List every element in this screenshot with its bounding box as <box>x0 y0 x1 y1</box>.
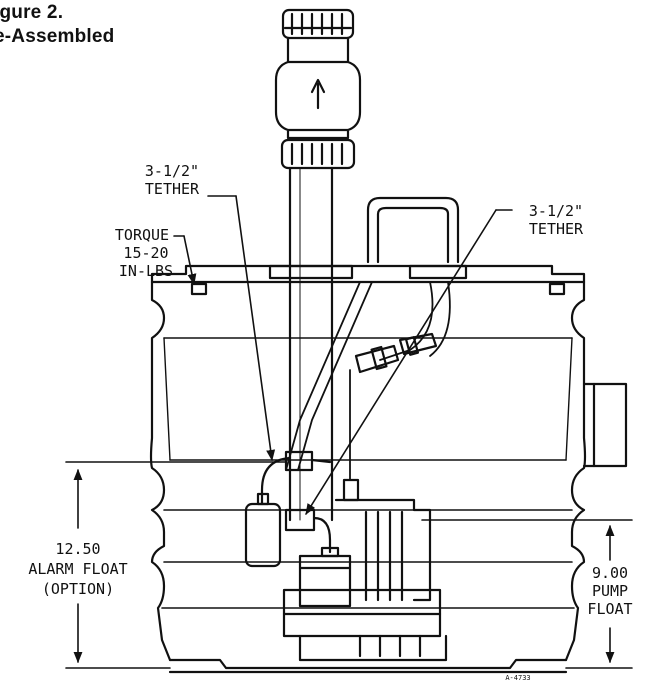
drawing-id: A-4733 <box>505 674 530 681</box>
pump-float-switch <box>284 508 352 608</box>
figure-caption-number: igure 2. <box>0 2 64 23</box>
basin-lid <box>150 264 586 296</box>
check-valve-body <box>274 36 362 140</box>
pump-float-dimension-value: 9.00 <box>592 564 628 582</box>
check-valve-top-nut <box>281 8 355 40</box>
figure-caption-title: e-Assembled <box>0 26 115 47</box>
alarm-float <box>244 450 332 568</box>
torque-unit: IN-LBS <box>119 262 173 280</box>
alarm-float-dimension-note: (OPTION) <box>42 580 114 598</box>
torque-label: TORQUE <box>115 226 169 244</box>
alarm-float-dimension-value: 12.50 <box>55 540 100 558</box>
pump-float-dimension <box>421 519 633 669</box>
tether-left-leader <box>207 195 276 462</box>
alarm-float-dimension <box>65 461 287 669</box>
pump-float-dimension-note: FLOAT <box>587 600 632 618</box>
cord-plug-connectors <box>354 332 438 374</box>
tether-right-label: TETHER <box>529 220 584 238</box>
power-cords <box>285 281 451 481</box>
torque-range: 15-20 <box>123 244 168 262</box>
annotation-text: 3-1/2" TETHER 3-1/2" TETHER TORQUE 15-20… <box>28 162 632 682</box>
tether-left-size: 3-1/2" <box>145 162 199 180</box>
alarm-float-dimension-label: ALARM FLOAT <box>28 560 127 578</box>
tether-left-label: TETHER <box>145 180 200 198</box>
pump-float-dimension-label: PUMP <box>592 582 628 600</box>
tether-right-leader <box>305 209 513 515</box>
basin-wall <box>149 280 587 674</box>
torque-leader <box>173 235 197 286</box>
check-valve-bottom-nut <box>280 138 356 170</box>
tether-right-size: 3-1/2" <box>529 202 583 220</box>
side-inlet-hub <box>582 382 628 468</box>
cord-handle-loop <box>366 196 460 264</box>
pump-body <box>282 478 448 662</box>
